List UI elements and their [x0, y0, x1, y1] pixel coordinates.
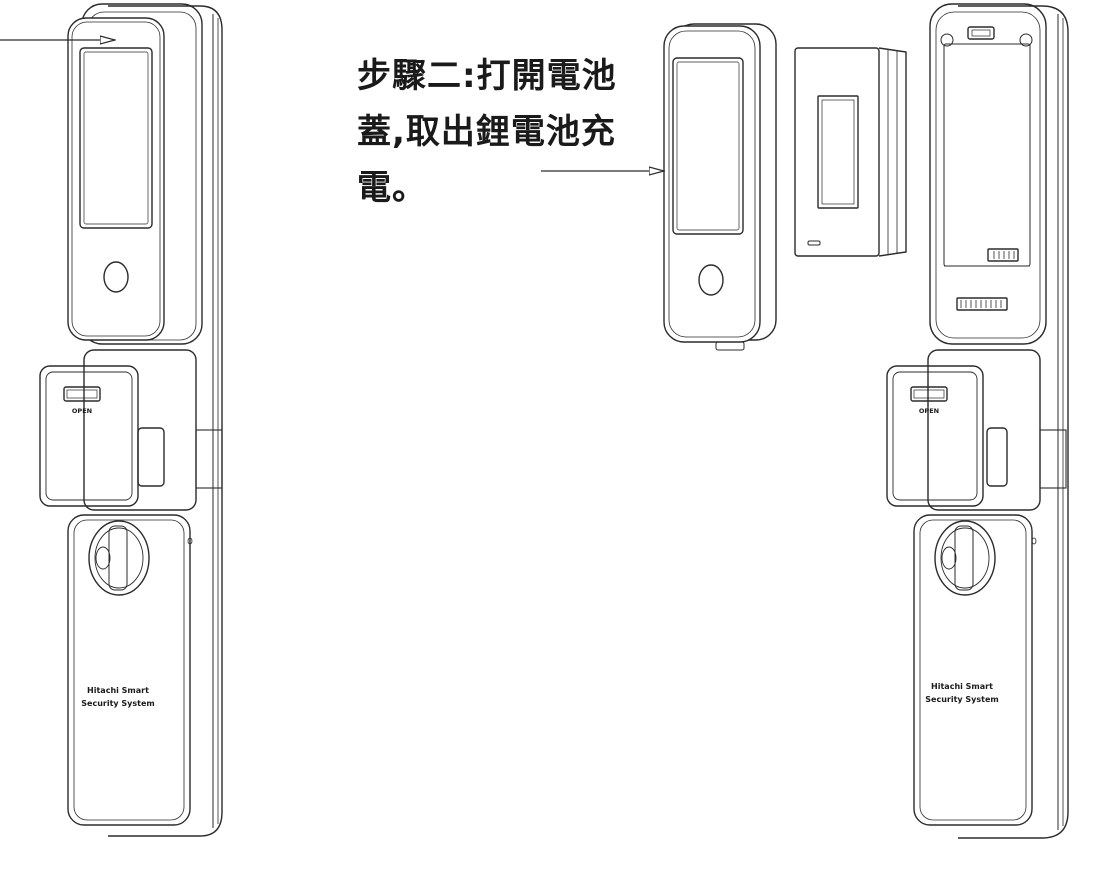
brand-label-right-2: Security System: [925, 695, 998, 704]
screen: [79, 47, 153, 229]
open-label-right: OPEN: [919, 407, 939, 415]
brand-label-right-1: Hitachi Smart: [931, 682, 993, 691]
instruction-line-1: 步驟二:打開電池: [357, 56, 617, 96]
instruction-line-3: 電。: [357, 168, 427, 208]
cylinder: [88, 520, 150, 596]
cover-screen: [672, 57, 744, 235]
open-button: [63, 386, 101, 402]
instruction-line-2: 蓋,取出鋰電池充: [357, 112, 616, 152]
back-plate: [108, 5, 223, 837]
terminal-strip: [956, 297, 1008, 311]
fingerprint-sensor: [103, 261, 129, 293]
brand-label-left-1: Hitachi Smart: [87, 686, 149, 695]
lock-open-compartment: [886, 3, 1069, 839]
battery-label: [817, 95, 859, 209]
cover-fingerprint: [698, 264, 724, 296]
brand-label-left-2: Security System: [81, 699, 154, 708]
instruction-text: 步驟二:打開電池 蓋,取出鋰電池充 電。: [357, 48, 657, 216]
compartment-frame: [929, 3, 1047, 345]
battery-cover: [663, 23, 777, 351]
lock-assembled: [39, 3, 223, 837]
lower-body: [67, 514, 191, 826]
battery-connector: [987, 248, 1019, 262]
battery-compartment: [943, 43, 1031, 267]
open-label-left: OPEN: [72, 407, 92, 415]
lithium-battery: [794, 47, 907, 257]
usb-port: [807, 240, 821, 246]
